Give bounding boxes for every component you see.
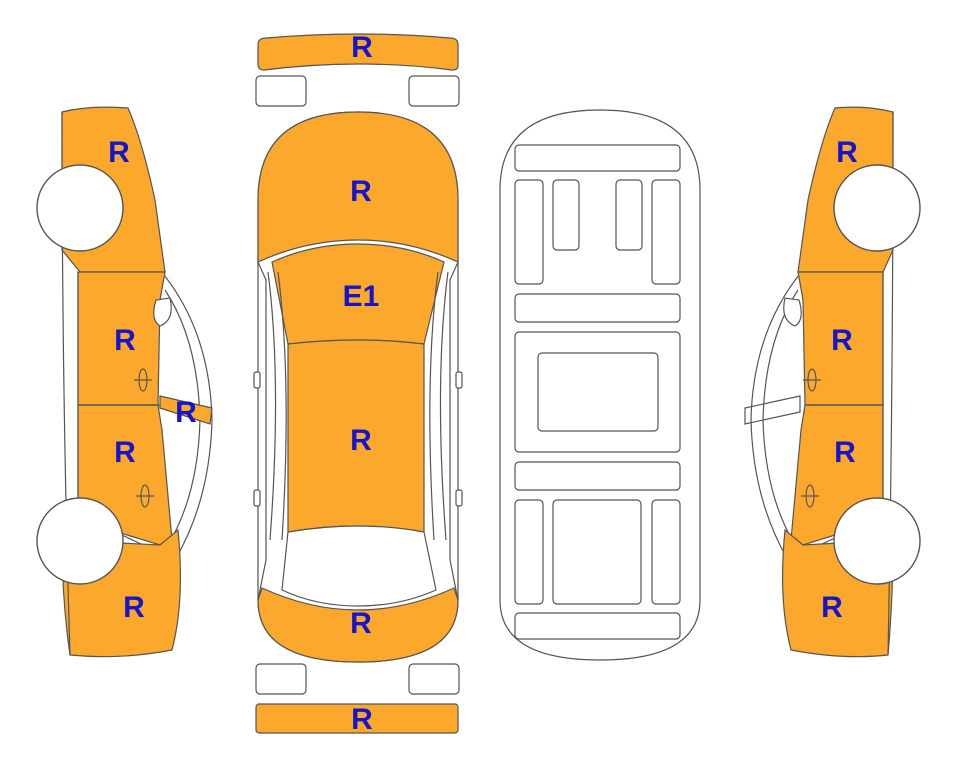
- label-left-front-fender: R: [108, 136, 130, 169]
- front-left-light: [255, 75, 307, 107]
- label-left-front-door: R: [114, 324, 136, 357]
- left-mirror-panel[interactable]: [159, 395, 213, 425]
- label-left-mirror: R: [175, 396, 197, 429]
- rear-window: [281, 525, 437, 607]
- label-rear-bumper: R: [351, 703, 373, 736]
- floor-view: [499, 109, 701, 661]
- right-side-view: R R R R: [744, 106, 921, 658]
- hood-panel[interactable]: [257, 111, 459, 263]
- label-front-bumper: R: [351, 31, 373, 64]
- label-left-rear-door: R: [114, 436, 136, 469]
- left-front-wheel: [36, 164, 124, 252]
- label-hood: R: [350, 175, 372, 208]
- right-front-wheel: [833, 164, 921, 252]
- label-right-rear-quarter: R: [821, 591, 843, 624]
- rear-bumper-panel[interactable]: [255, 703, 459, 734]
- trunk-panel[interactable]: [257, 587, 459, 663]
- left-side-view: R R R R R: [36, 106, 213, 658]
- label-right-rear-door: R: [834, 436, 856, 469]
- label-left-rear-quarter: R: [123, 591, 145, 624]
- label-right-front-door: R: [831, 324, 853, 357]
- label-trunk: R: [350, 607, 372, 640]
- label-right-front-fender: R: [836, 136, 858, 169]
- right-rear-wheel: [833, 497, 921, 585]
- label-windshield: E1: [343, 280, 380, 313]
- rear-right-light: [408, 663, 460, 695]
- left-rear-wheel: [36, 497, 124, 585]
- rear-left-light: [255, 663, 307, 695]
- top-view: R R E1 R R R: [253, 31, 463, 736]
- label-roof: R: [350, 424, 372, 457]
- front-bumper-panel[interactable]: [257, 33, 459, 71]
- front-right-light: [408, 75, 460, 107]
